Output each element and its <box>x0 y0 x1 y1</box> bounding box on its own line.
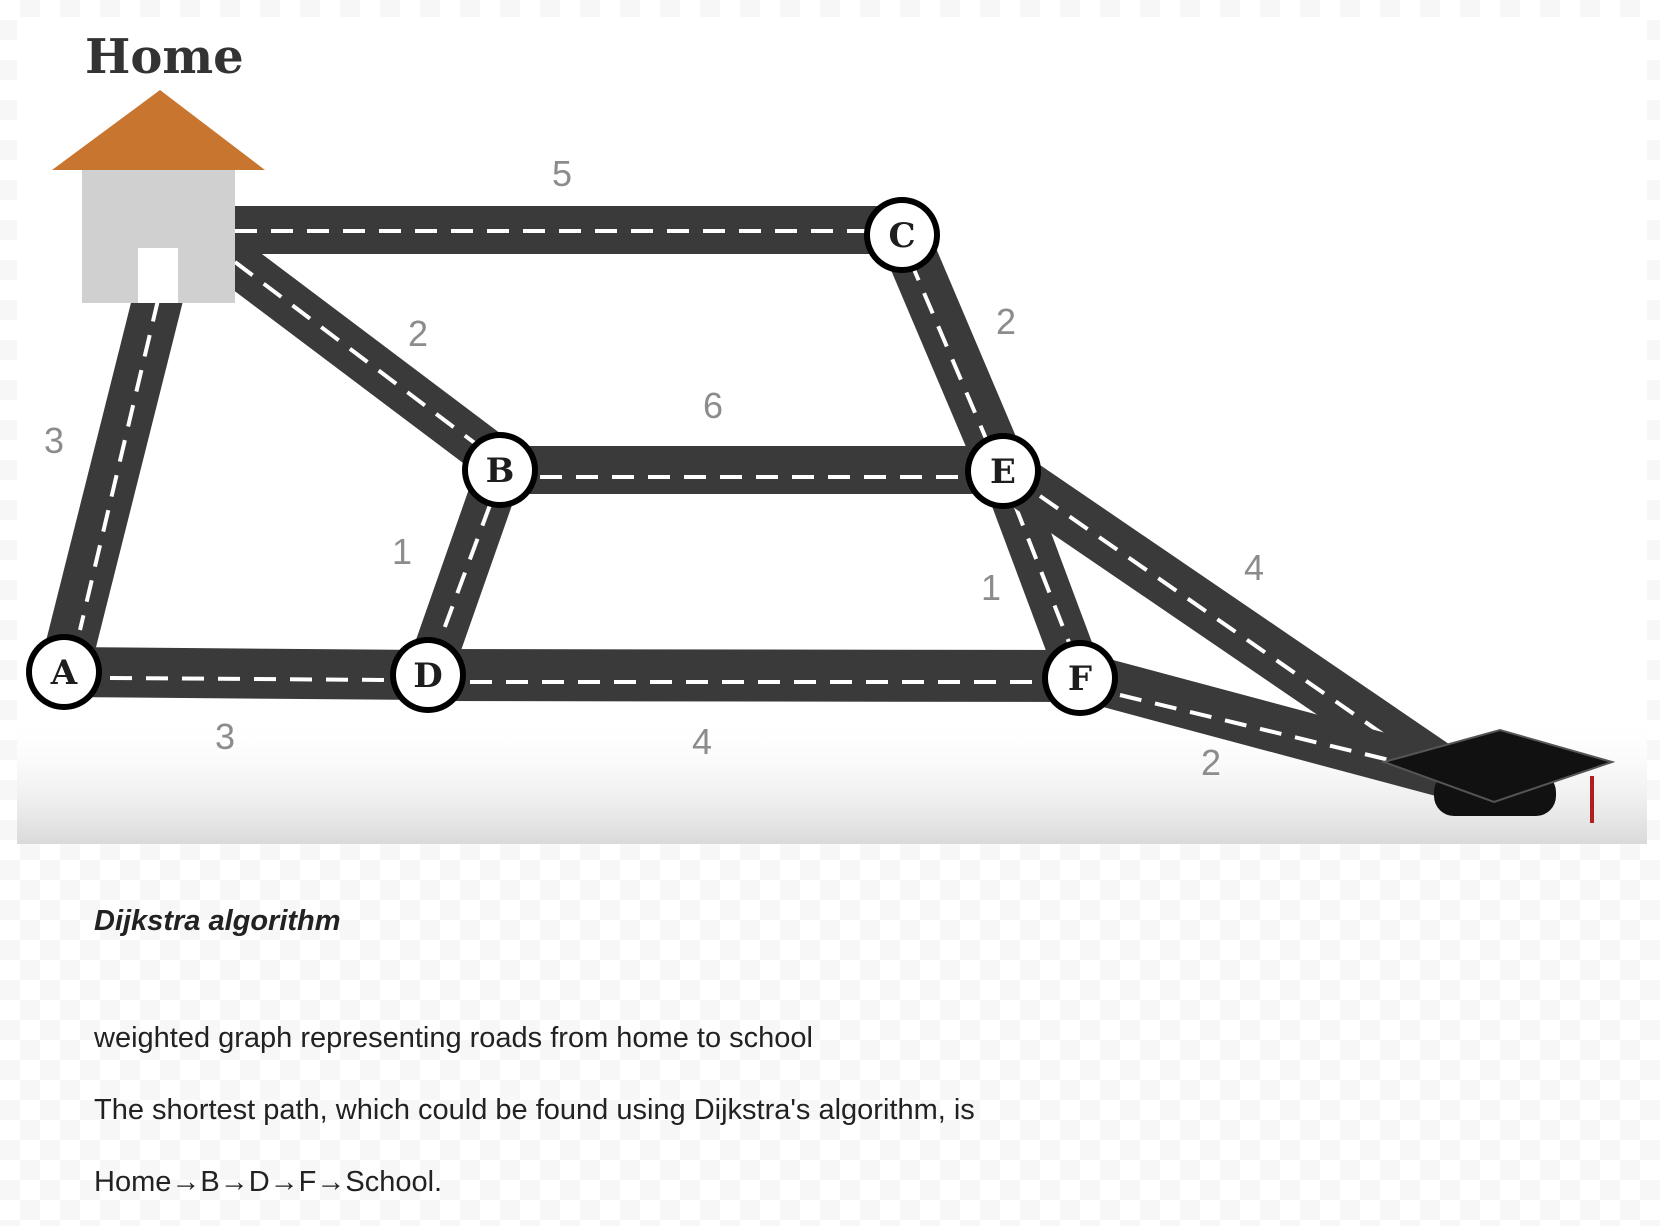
caption-title: Dijkstra algorithm <box>94 905 341 937</box>
weight-a-d: 3 <box>215 716 235 757</box>
weight-e-f: 1 <box>981 567 1001 608</box>
house-roof <box>52 90 265 170</box>
home-label: Home <box>85 29 244 85</box>
weight-home-b: 2 <box>408 313 428 354</box>
road-c-e <box>878 222 1027 480</box>
weight-e-school: 4 <box>1244 547 1264 588</box>
caption-line-1: weighted graph representing roads from h… <box>94 1022 813 1054</box>
node-c-label: C <box>888 216 915 256</box>
road-f-school <box>1073 652 1457 799</box>
road-b-e <box>500 446 1003 494</box>
node-d-label: D <box>413 656 442 696</box>
road-d-f <box>427 649 1081 702</box>
node-b: B <box>462 432 538 508</box>
road-graph-diagram: Home C B E A <box>17 29 1647 844</box>
node-e: E <box>965 433 1041 509</box>
caption-line-3: Home→B→D→F→School. <box>94 1166 443 1198</box>
weight-f-school: 2 <box>1201 742 1221 783</box>
road-e-school <box>988 449 1465 796</box>
weight-b-e: 6 <box>703 385 723 426</box>
node-c: C <box>864 197 940 273</box>
graduation-cap-icon <box>1380 728 1616 823</box>
caption-line-2: The shortest path, which could be found … <box>94 1094 975 1126</box>
node-f-label: F <box>1068 659 1092 699</box>
node-d: D <box>390 637 466 713</box>
cap-board <box>1380 728 1616 804</box>
node-a: A <box>26 634 102 710</box>
node-f: F <box>1042 640 1118 716</box>
weight-b-d: 1 <box>392 531 412 572</box>
caption: Dijkstra algorithm weighted graph repres… <box>94 905 1494 1198</box>
road-home-c <box>225 206 902 254</box>
road-home-a <box>39 283 185 679</box>
weight-c-e: 2 <box>996 301 1016 342</box>
weight-home-c: 5 <box>552 153 572 194</box>
node-a-label: A <box>50 653 78 693</box>
house-door <box>138 248 178 303</box>
home-house-icon <box>52 90 265 303</box>
weight-home-a: 3 <box>44 420 64 461</box>
node-b-label: B <box>486 451 515 491</box>
road-a-d <box>63 647 429 700</box>
node-e-label: E <box>990 452 1016 492</box>
road-home-b <box>211 236 514 481</box>
weight-d-f: 4 <box>692 721 712 762</box>
